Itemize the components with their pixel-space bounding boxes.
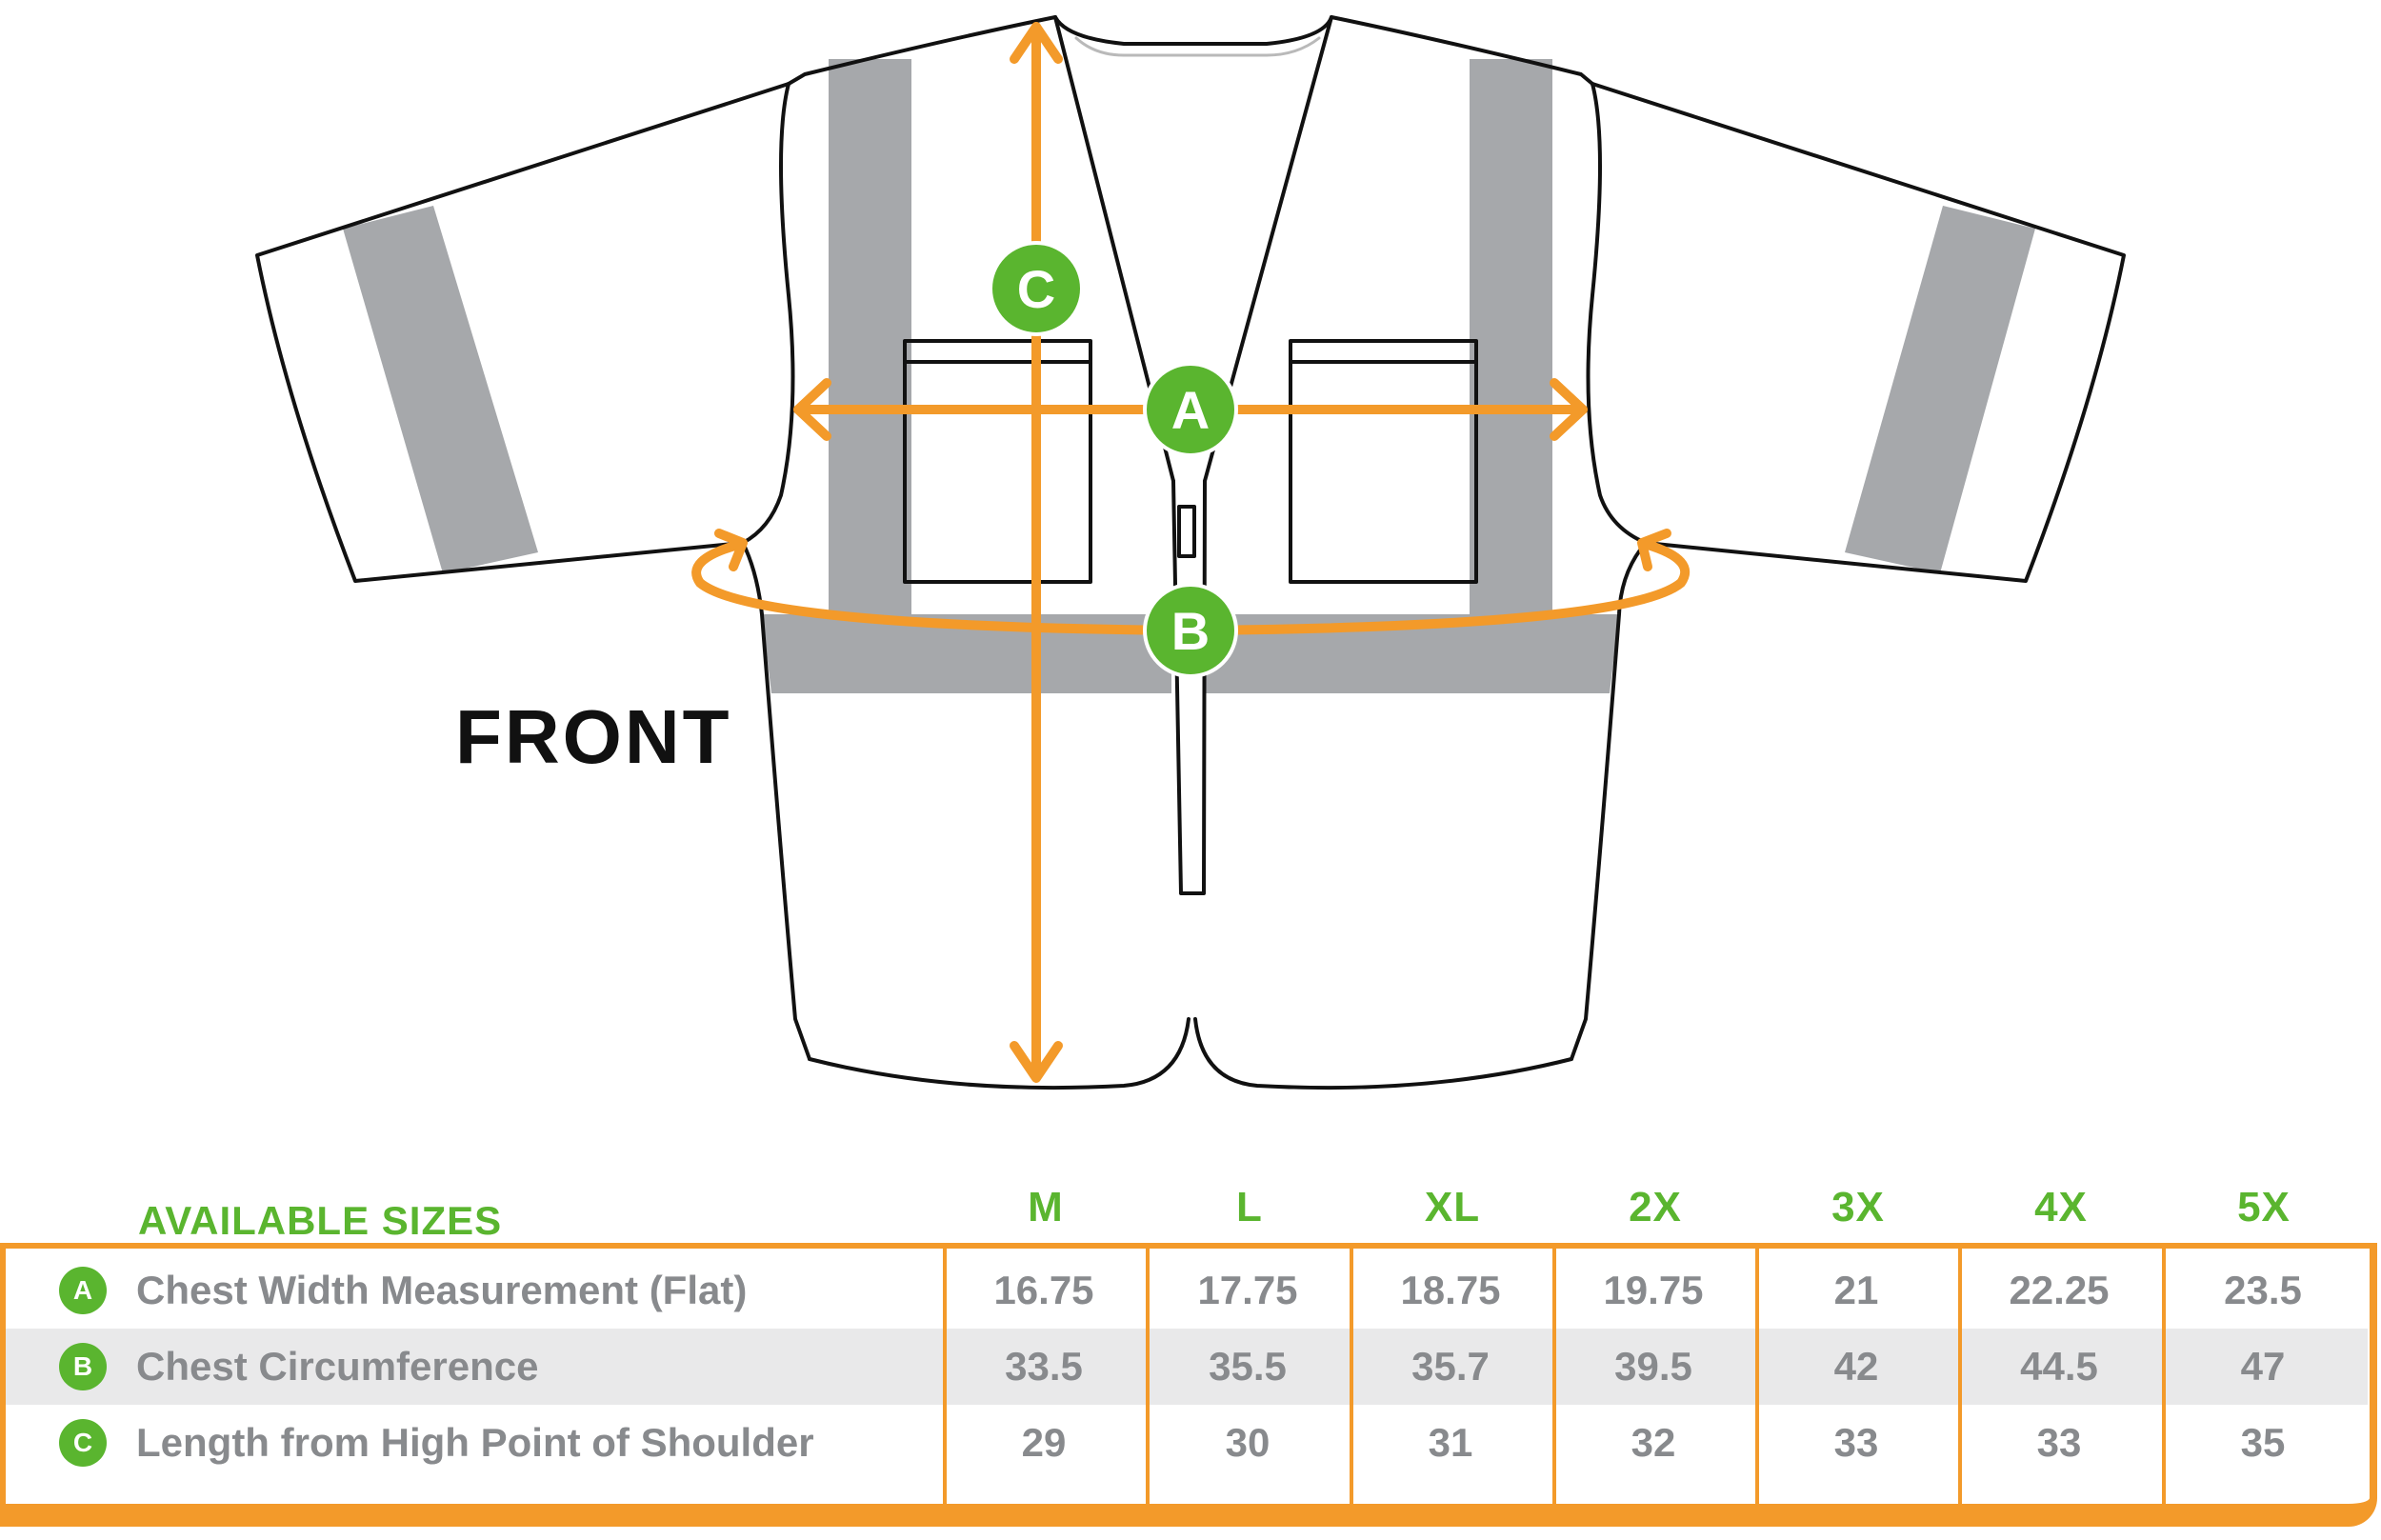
chest-circumference-right-head (1637, 529, 1671, 571)
left-shoulder (787, 15, 1057, 86)
chest-width-arrow-left-head (793, 378, 831, 441)
left-vertical-stripe (829, 59, 911, 619)
left-sleeve-stripe (343, 206, 538, 573)
callout-b-badge: B (1143, 583, 1238, 678)
length-arrow-top-head (1010, 22, 1063, 64)
chest-circumference-left-head (714, 529, 748, 571)
reflective-stripes (343, 59, 2035, 693)
right-vertical-stripe (1470, 59, 1552, 619)
collar (1053, 15, 1333, 46)
callout-c-letter: C (1017, 259, 1055, 319)
left-waist-stripe (762, 614, 1171, 693)
right-sleeve-stripe (1845, 206, 2035, 573)
left-hem (808, 1017, 1190, 1090)
chest-width-arrow-right-head (1550, 378, 1588, 441)
callout-c-badge: C (989, 241, 1084, 336)
right-body-side (1570, 541, 1648, 1061)
callout-a-badge: A (1143, 362, 1238, 457)
left-sleeve (255, 82, 790, 583)
collar-inner (1074, 36, 1321, 57)
length-arrow-bottom-head (1010, 1041, 1063, 1083)
left-armhole (741, 82, 795, 545)
zipper-pull (1177, 505, 1196, 558)
callout-badges: C A B (989, 241, 1238, 678)
right-shoulder (1330, 15, 1594, 86)
callout-a-letter: A (1171, 380, 1210, 440)
zipper-track (1171, 479, 1207, 895)
left-pocket (903, 339, 1092, 584)
right-hem (1193, 1017, 1573, 1090)
right-sleeve (1591, 82, 2126, 583)
right-pocket (1289, 339, 1478, 584)
right-waist-stripe (1205, 614, 1619, 693)
callout-b-letter: B (1171, 601, 1210, 661)
left-body-side (741, 541, 811, 1061)
right-armhole (1586, 82, 1648, 545)
front-view-label: FRONT (455, 694, 732, 779)
